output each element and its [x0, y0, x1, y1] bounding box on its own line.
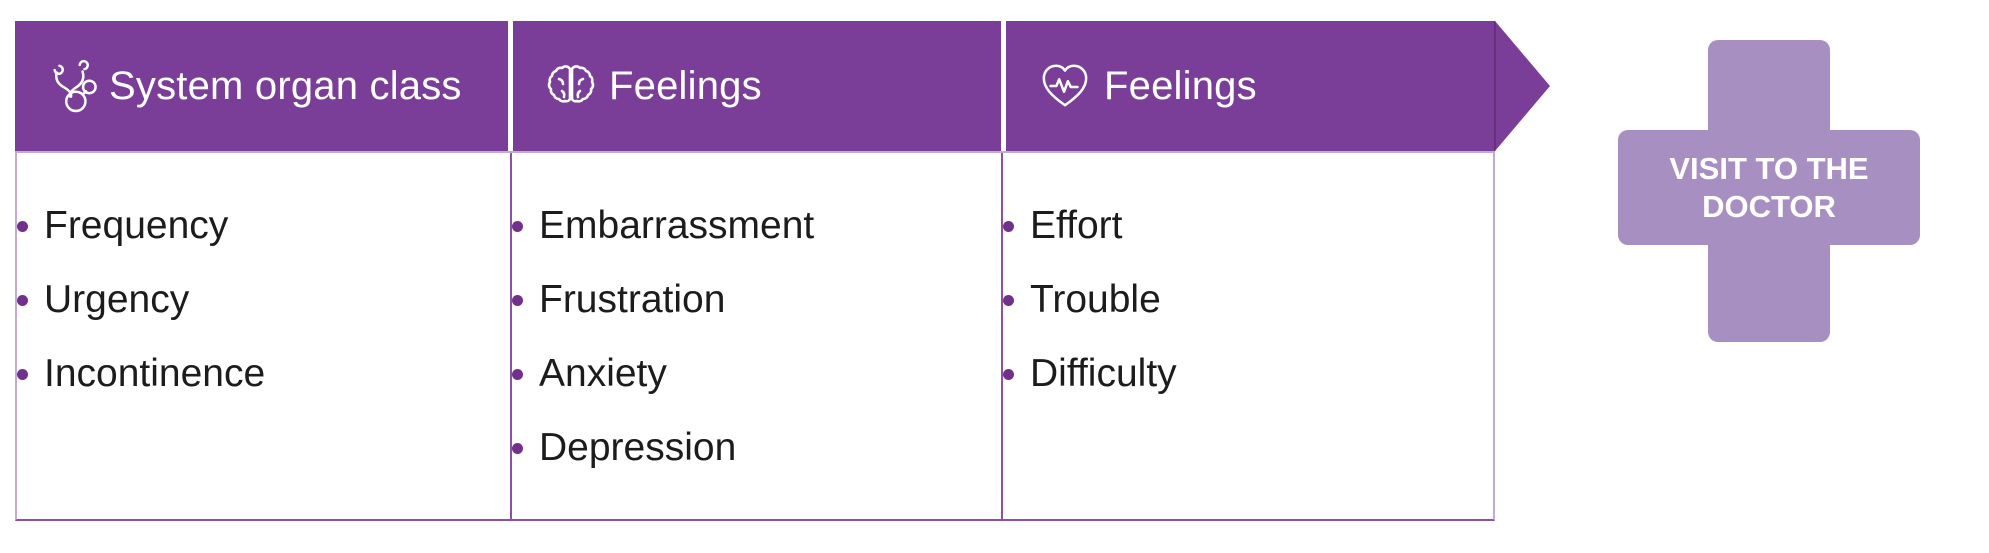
list-item: Frustration — [512, 263, 1001, 337]
stethoscope-icon — [47, 58, 97, 114]
list-item: Anxiety — [512, 337, 1001, 411]
cross-horizontal-bar — [1618, 130, 1920, 245]
header-cell-system-organ-class: System organ class — [15, 21, 508, 151]
header-cell-feelings-heart: Feelings — [1006, 21, 1550, 151]
list-item: Difficulty — [1003, 337, 1493, 411]
brain-icon — [545, 60, 597, 112]
list-item: Depression — [512, 411, 1001, 485]
heart-pulse-icon — [1038, 61, 1092, 111]
visit-doctor-label-line1: VISIT TO THE — [1669, 151, 1869, 187]
list-item: Incontinence — [17, 337, 510, 411]
header-label: System organ class — [109, 63, 462, 108]
visit-doctor-label: VISIT TO THE DOCTOR — [1618, 130, 1920, 245]
header-label: Feelings — [609, 63, 762, 108]
header-label: Feelings — [1104, 63, 1257, 108]
list-item: Embarrassment — [512, 189, 1001, 263]
list-item: Effort — [1003, 189, 1493, 263]
header-cell-feelings-mind: Feelings — [513, 21, 1001, 151]
list-item: Trouble — [1003, 263, 1493, 337]
list-item: Urgency — [17, 263, 510, 337]
list-item: Frequency — [17, 189, 510, 263]
visit-doctor-cross: VISIT TO THE DOCTOR — [1618, 40, 1920, 342]
visit-doctor-label-line2: DOCTOR — [1702, 188, 1836, 224]
